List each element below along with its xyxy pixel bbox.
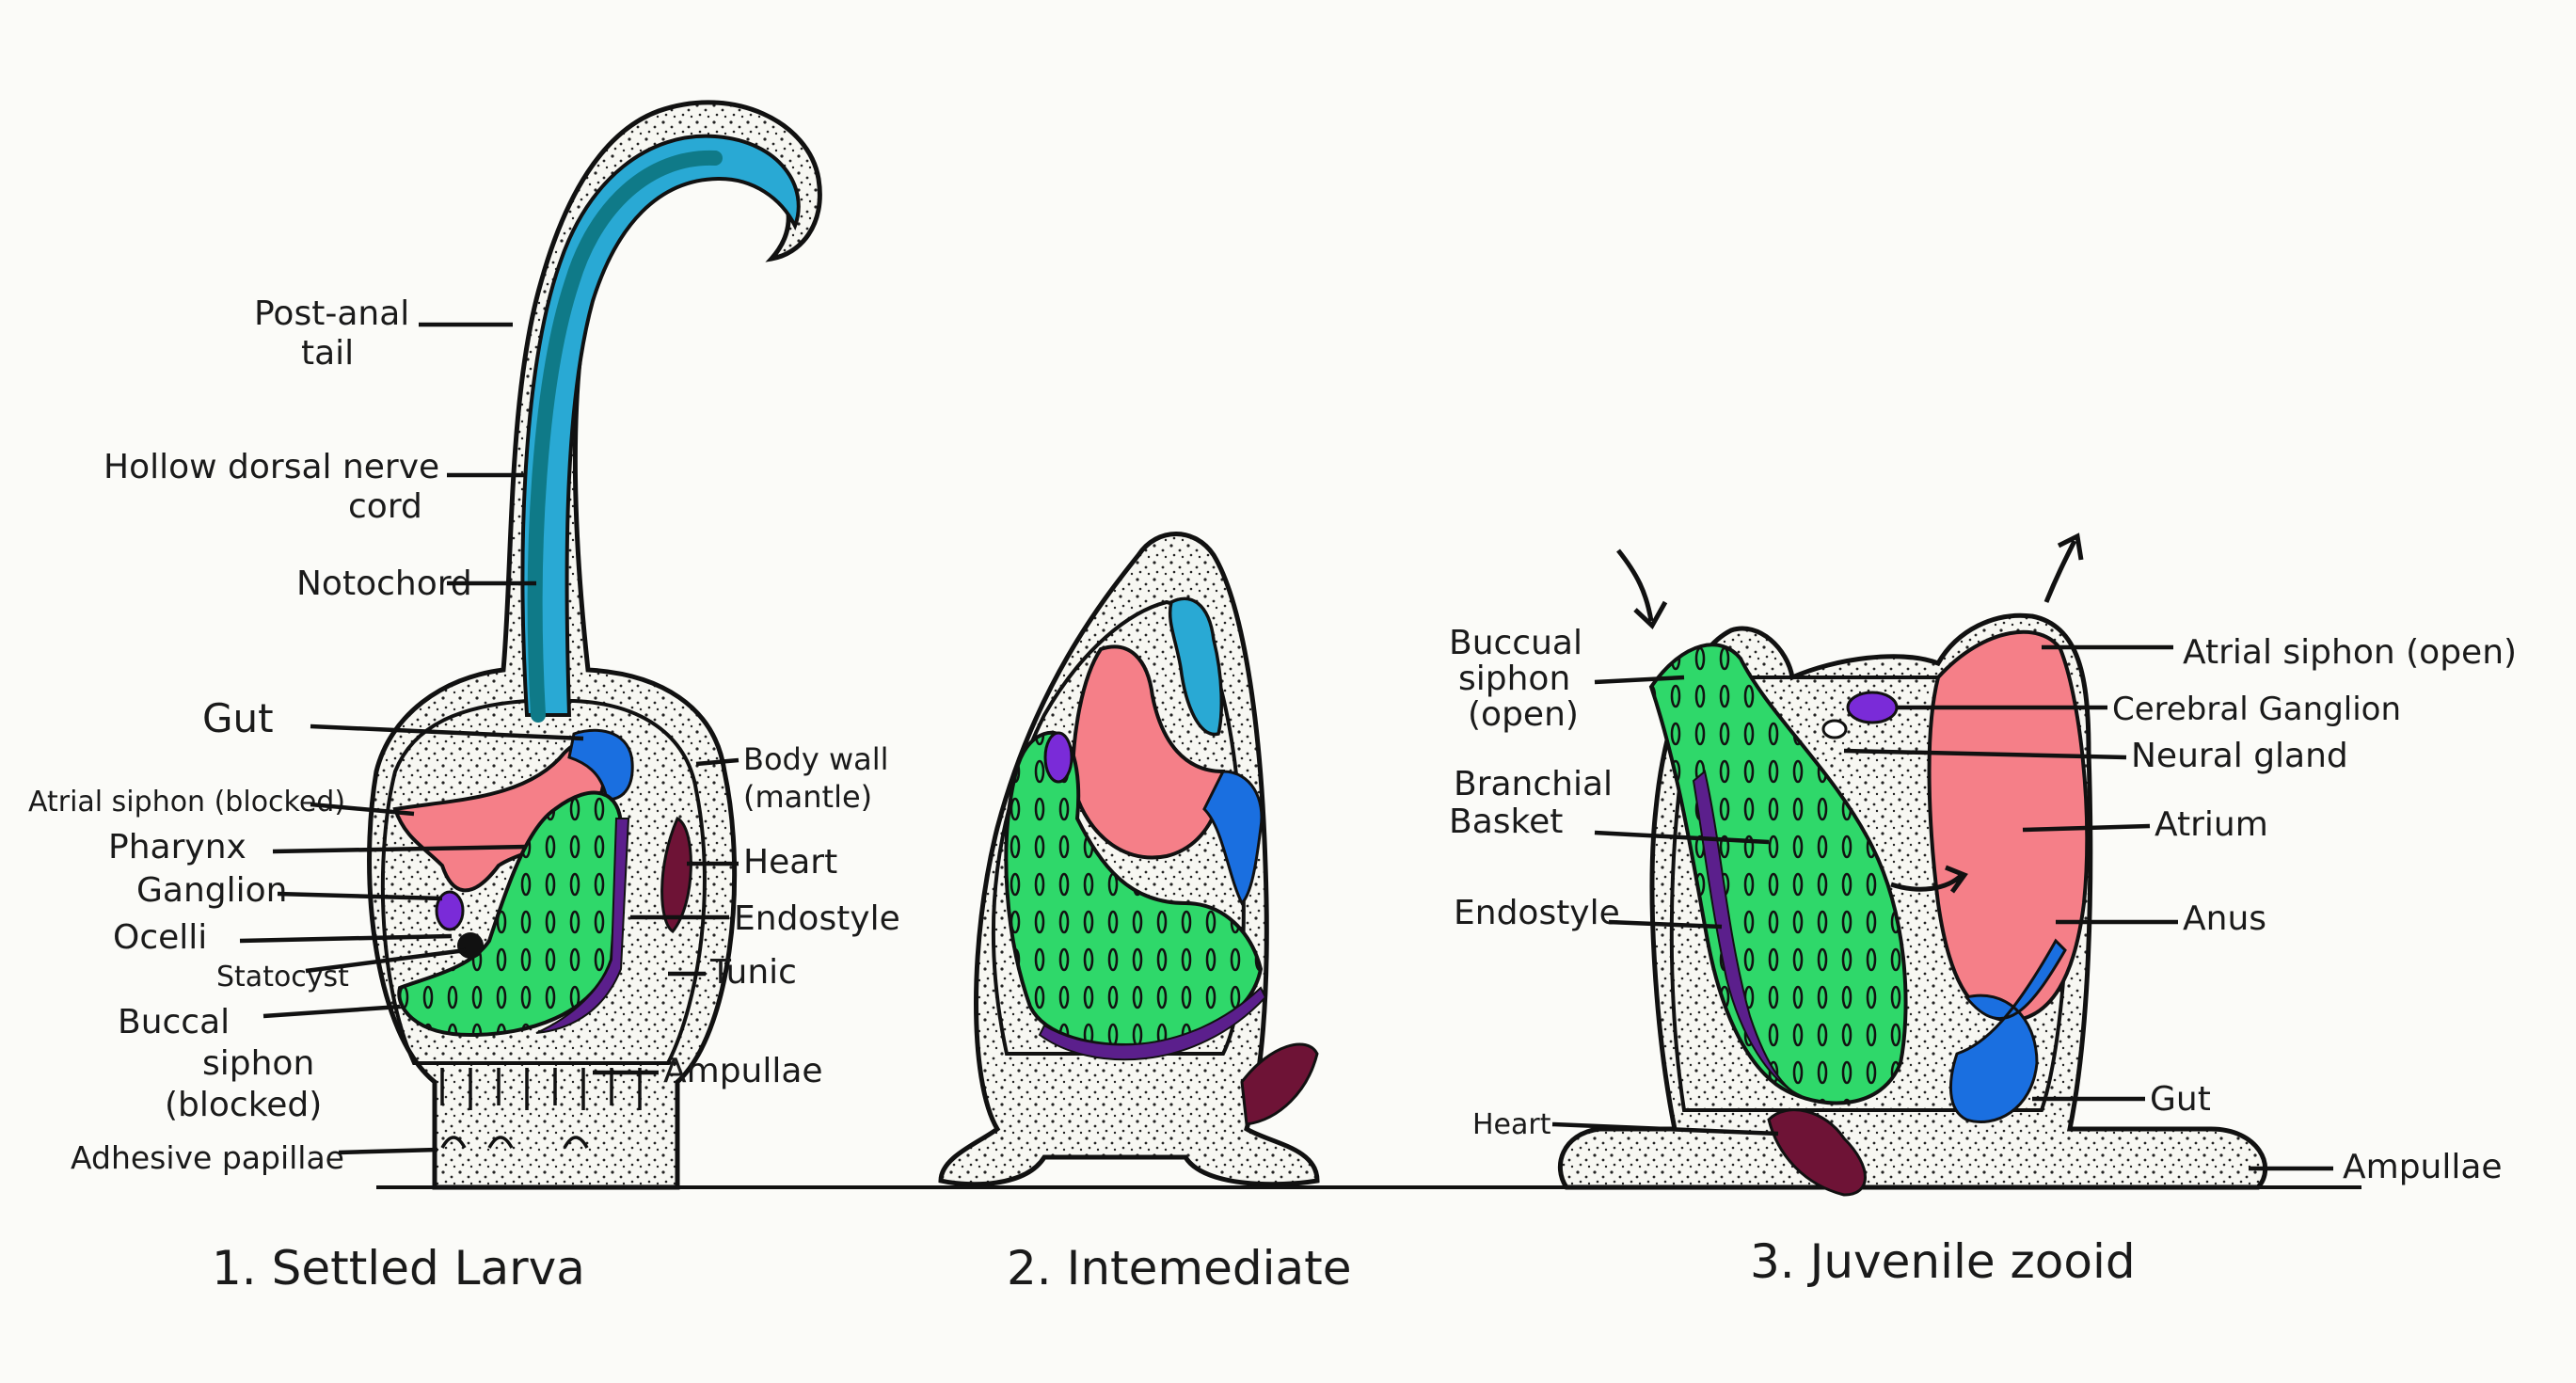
larva-nerve-cord bbox=[527, 150, 723, 723]
larva-ganglion bbox=[435, 890, 465, 931]
larva-ampullae bbox=[428, 1061, 677, 1110]
label-ampullae: Ampullae bbox=[663, 1052, 823, 1090]
label-gut-3: Gut bbox=[2150, 1080, 2211, 1119]
label-atrial-siphon-blocked: Atrial siphon (blocked) bbox=[28, 786, 345, 819]
intermediate-gut bbox=[1202, 770, 1264, 906]
settled-larva-drawing bbox=[367, 100, 822, 1190]
label-endostyle: Endostyle bbox=[734, 899, 900, 938]
label-heart: Heart bbox=[743, 843, 837, 882]
label-pharynx: Pharynx bbox=[108, 828, 246, 866]
larva-adhesive-papillae bbox=[440, 1136, 589, 1149]
larva-heart bbox=[660, 816, 692, 933]
juvenile-zooid-drawing bbox=[1557, 533, 2268, 1197]
juvenile-atrium bbox=[1927, 629, 2090, 1024]
juvenile-basket bbox=[1648, 643, 1908, 1105]
stage-title-intermediate: 2. Intemediate bbox=[1007, 1241, 1352, 1296]
intermediate-heart bbox=[1240, 1042, 1319, 1126]
label-anus: Anus bbox=[2183, 899, 2266, 938]
intermediate-notochord bbox=[1168, 596, 1223, 737]
label-cerebral-ganglion: Cerebral Ganglion bbox=[2112, 691, 2401, 728]
label-heart-3: Heart bbox=[1472, 1108, 1551, 1141]
label-tunic: Tunic bbox=[709, 953, 797, 992]
label-endostyle-3: Endostyle bbox=[1454, 894, 1620, 932]
label-statocyst: Statocyst bbox=[216, 961, 349, 994]
juvenile-cerebral-ganglion bbox=[1846, 691, 1899, 724]
larva-notochord bbox=[520, 134, 801, 717]
label-body-wall: Body wall(mantle) bbox=[743, 741, 889, 815]
stage-title-settled-larva: 1. Settled Larva bbox=[212, 1241, 585, 1296]
internal-flow-arrow bbox=[1890, 865, 1968, 894]
label-gut: Gut bbox=[202, 695, 274, 741]
juvenile-gut bbox=[1948, 938, 2067, 1123]
label-ganglion: Ganglion bbox=[136, 871, 287, 910]
stage-title-juvenile-zooid: 3. Juvenile zooid bbox=[1750, 1234, 2136, 1289]
intermediate-drawing bbox=[938, 532, 1320, 1187]
label-adhesive-papillae: Adhesive papillae bbox=[71, 1139, 344, 1176]
label-atrial-siphon-open: Atrial siphon (open) bbox=[2183, 633, 2517, 672]
label-neural-gland: Neural gland bbox=[2131, 737, 2348, 775]
juvenile-heart bbox=[1767, 1108, 1867, 1197]
larva-endostyle bbox=[535, 818, 630, 1034]
juvenile-neural-gland bbox=[1821, 719, 1848, 739]
intermediate-endostyle bbox=[1038, 986, 1267, 1061]
juvenile-endostyle bbox=[1692, 770, 1803, 1097]
label-notochord: Notochord bbox=[296, 564, 472, 603]
larva-statocyst bbox=[457, 932, 484, 959]
label-ampullae-3: Ampullae bbox=[2343, 1148, 2503, 1186]
label-atrium: Atrium bbox=[2155, 805, 2268, 844]
larva-gut bbox=[567, 728, 634, 802]
intermediate-ganglion bbox=[1043, 731, 1073, 784]
inflow-arrow bbox=[1616, 548, 1668, 630]
outflow-arrow bbox=[2043, 533, 2084, 603]
label-ocelli: Ocelli bbox=[113, 918, 207, 957]
